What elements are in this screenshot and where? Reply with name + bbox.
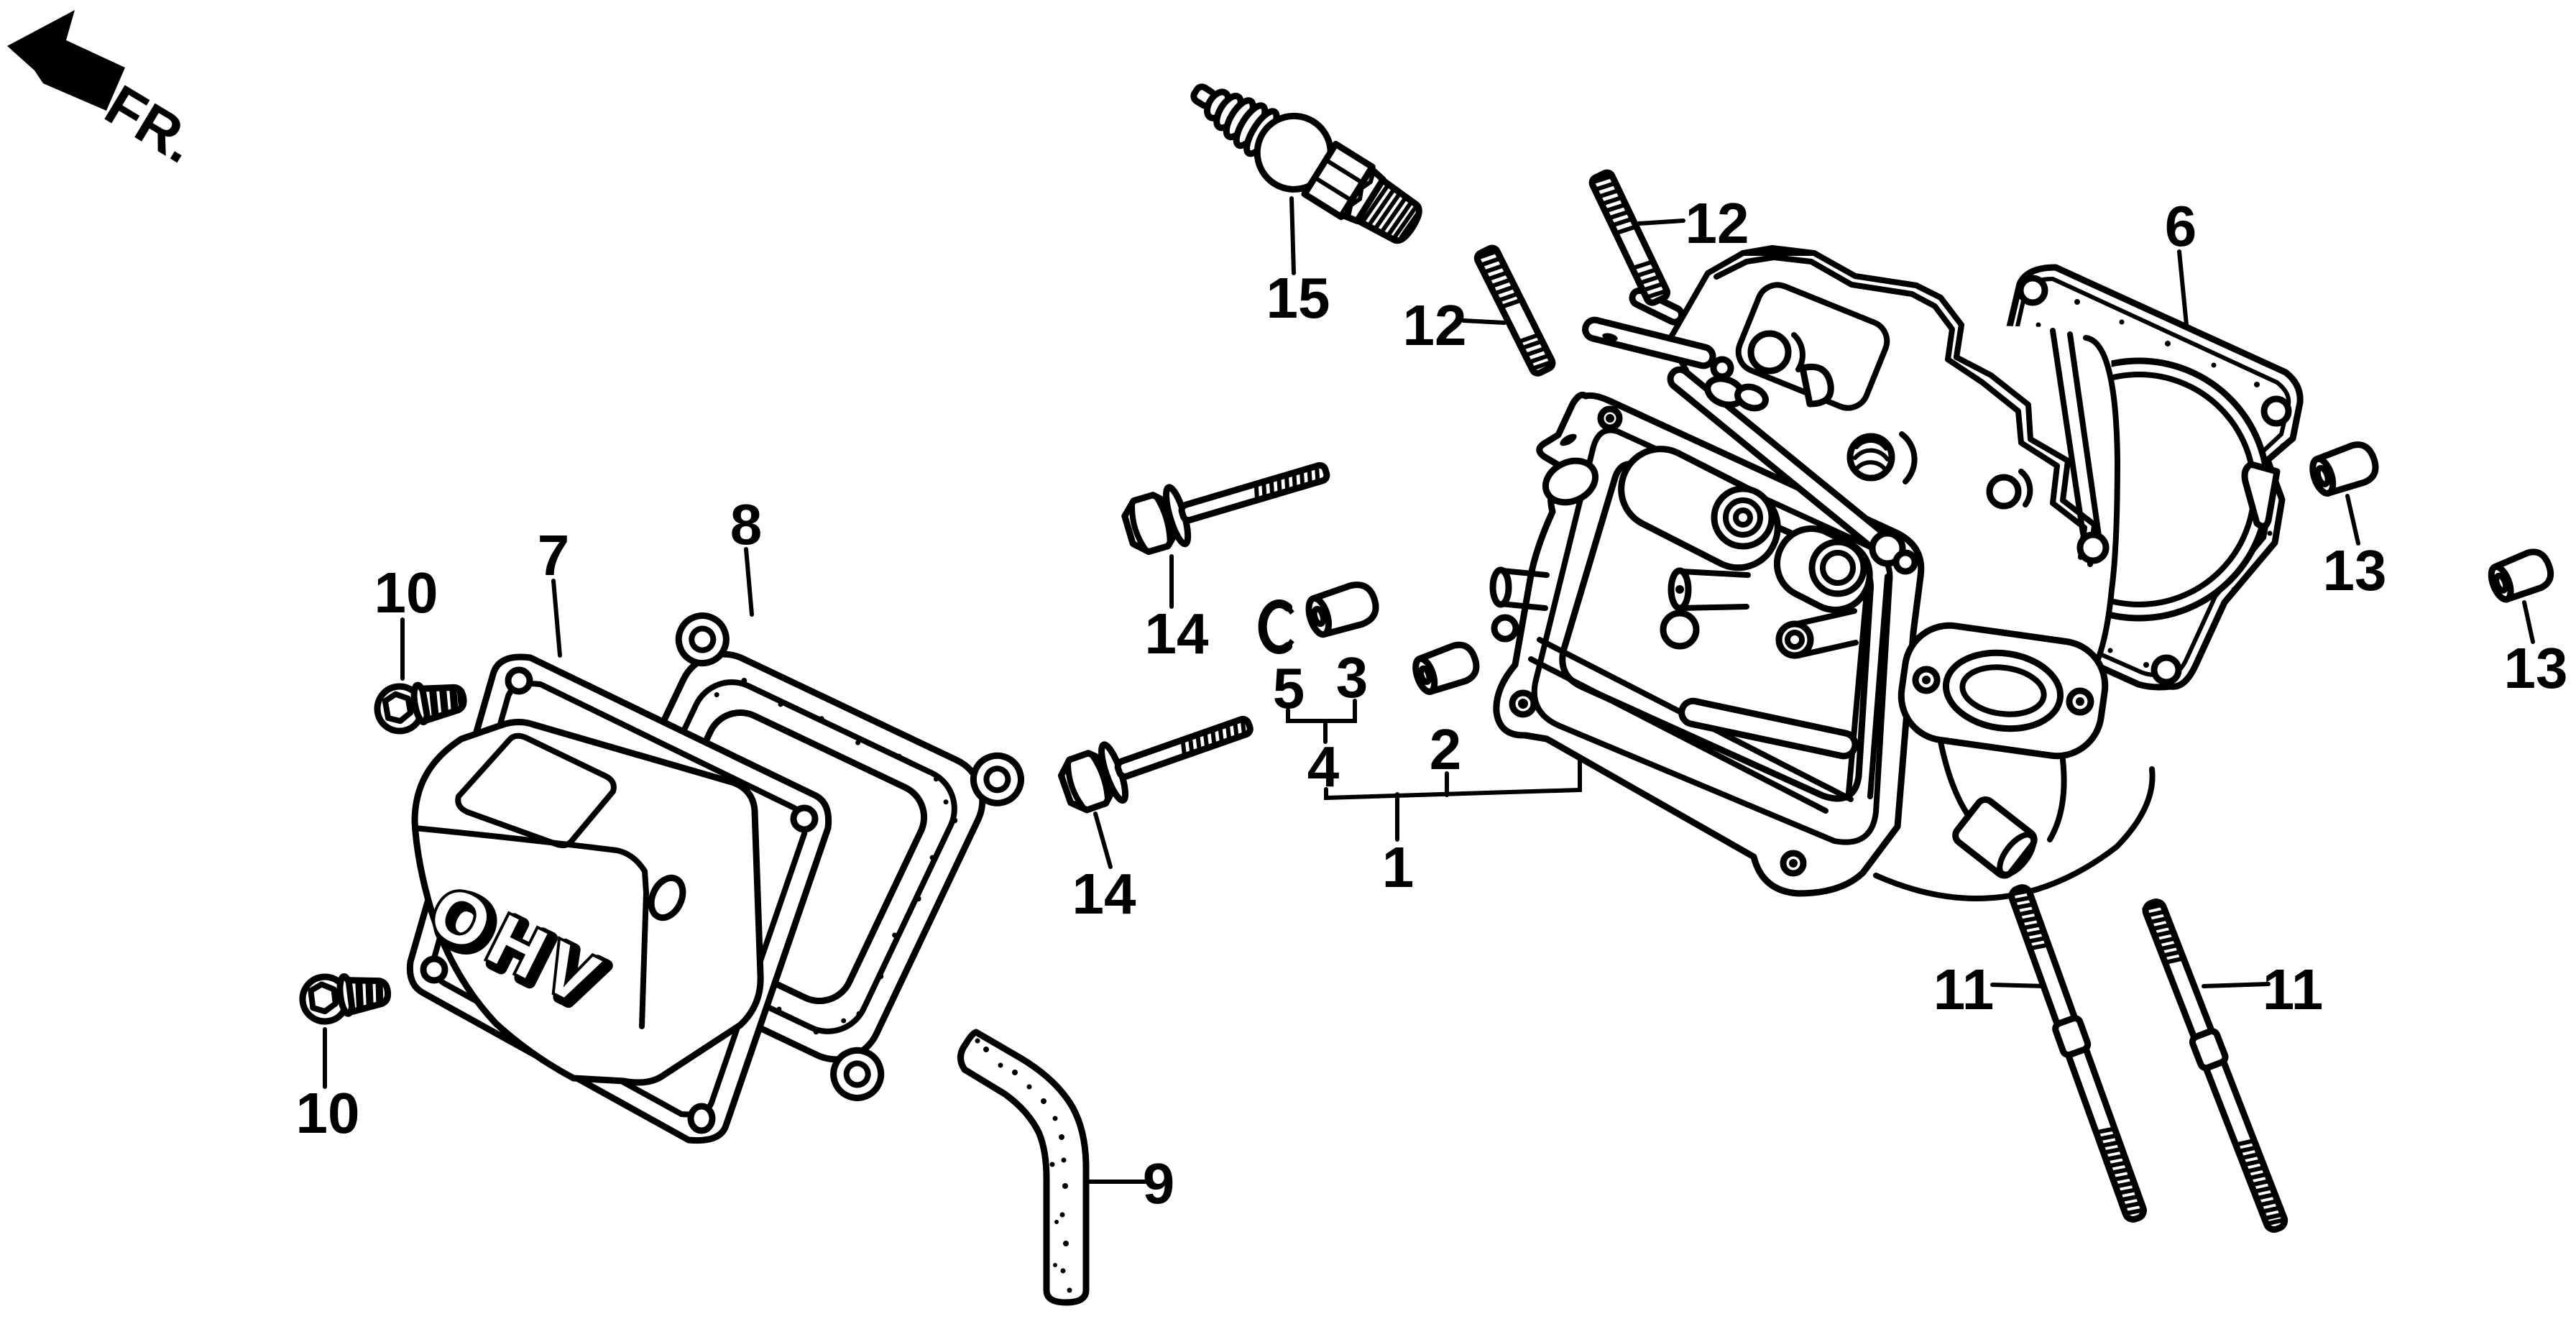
svg-text:4: 4 <box>1307 735 1340 799</box>
svg-text:11: 11 <box>2263 957 2324 1021</box>
svg-text:12: 12 <box>1685 191 1749 255</box>
svg-text:10: 10 <box>374 561 438 625</box>
svg-text:14: 14 <box>1072 862 1136 926</box>
svg-text:7: 7 <box>538 523 570 587</box>
svg-text:15: 15 <box>1266 266 1330 330</box>
svg-text:11: 11 <box>1933 957 1995 1021</box>
svg-text:9: 9 <box>1143 1151 1175 1215</box>
svg-text:14: 14 <box>1145 602 1209 666</box>
svg-text:1: 1 <box>1382 835 1414 899</box>
svg-text:2: 2 <box>1430 717 1462 781</box>
svg-text:13: 13 <box>2323 538 2387 602</box>
svg-text:10: 10 <box>296 1081 360 1145</box>
svg-text:3: 3 <box>1336 645 1368 709</box>
svg-text:13: 13 <box>2504 636 2568 700</box>
svg-text:6: 6 <box>2165 194 2197 258</box>
svg-text:12: 12 <box>1403 293 1467 357</box>
svg-text:5: 5 <box>1273 656 1305 720</box>
svg-text:8: 8 <box>730 492 763 556</box>
